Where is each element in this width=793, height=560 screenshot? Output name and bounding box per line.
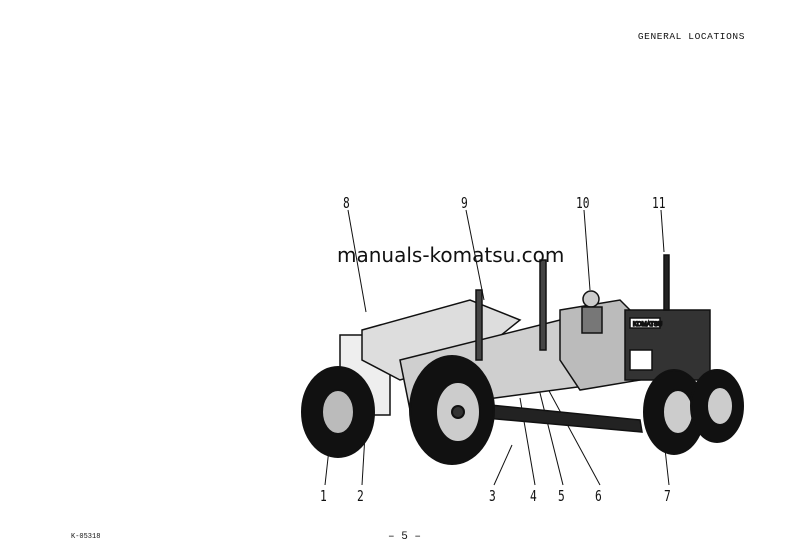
callout-6: 6 bbox=[595, 487, 602, 505]
callout-7: 7 bbox=[664, 487, 671, 505]
rear-wheel-2 bbox=[690, 369, 744, 443]
callout-3: 3 bbox=[489, 487, 496, 505]
callout-2: 2 bbox=[357, 487, 364, 505]
callout-1: 1 bbox=[320, 487, 327, 505]
callout-5: 5 bbox=[558, 487, 565, 505]
page-header: GENERAL LOCATIONS bbox=[637, 31, 745, 42]
callout-4: 4 bbox=[530, 487, 537, 505]
callout-11: 11 bbox=[652, 194, 666, 212]
front-wheel bbox=[301, 366, 375, 458]
machine-logo-text: KOMATSU bbox=[633, 322, 662, 328]
callout-8: 8 bbox=[343, 194, 350, 212]
callout-10: 10 bbox=[576, 194, 590, 212]
page-number: – 5 – bbox=[388, 531, 422, 543]
middle-wheel bbox=[409, 355, 495, 465]
callout-9: 9 bbox=[461, 194, 468, 212]
rear-wheel-1 bbox=[643, 369, 705, 455]
document-reference: K-05318 bbox=[71, 533, 101, 541]
watermark: manuals-komatsu.com bbox=[337, 243, 565, 267]
grader-body: KOMATSU bbox=[339, 254, 711, 433]
